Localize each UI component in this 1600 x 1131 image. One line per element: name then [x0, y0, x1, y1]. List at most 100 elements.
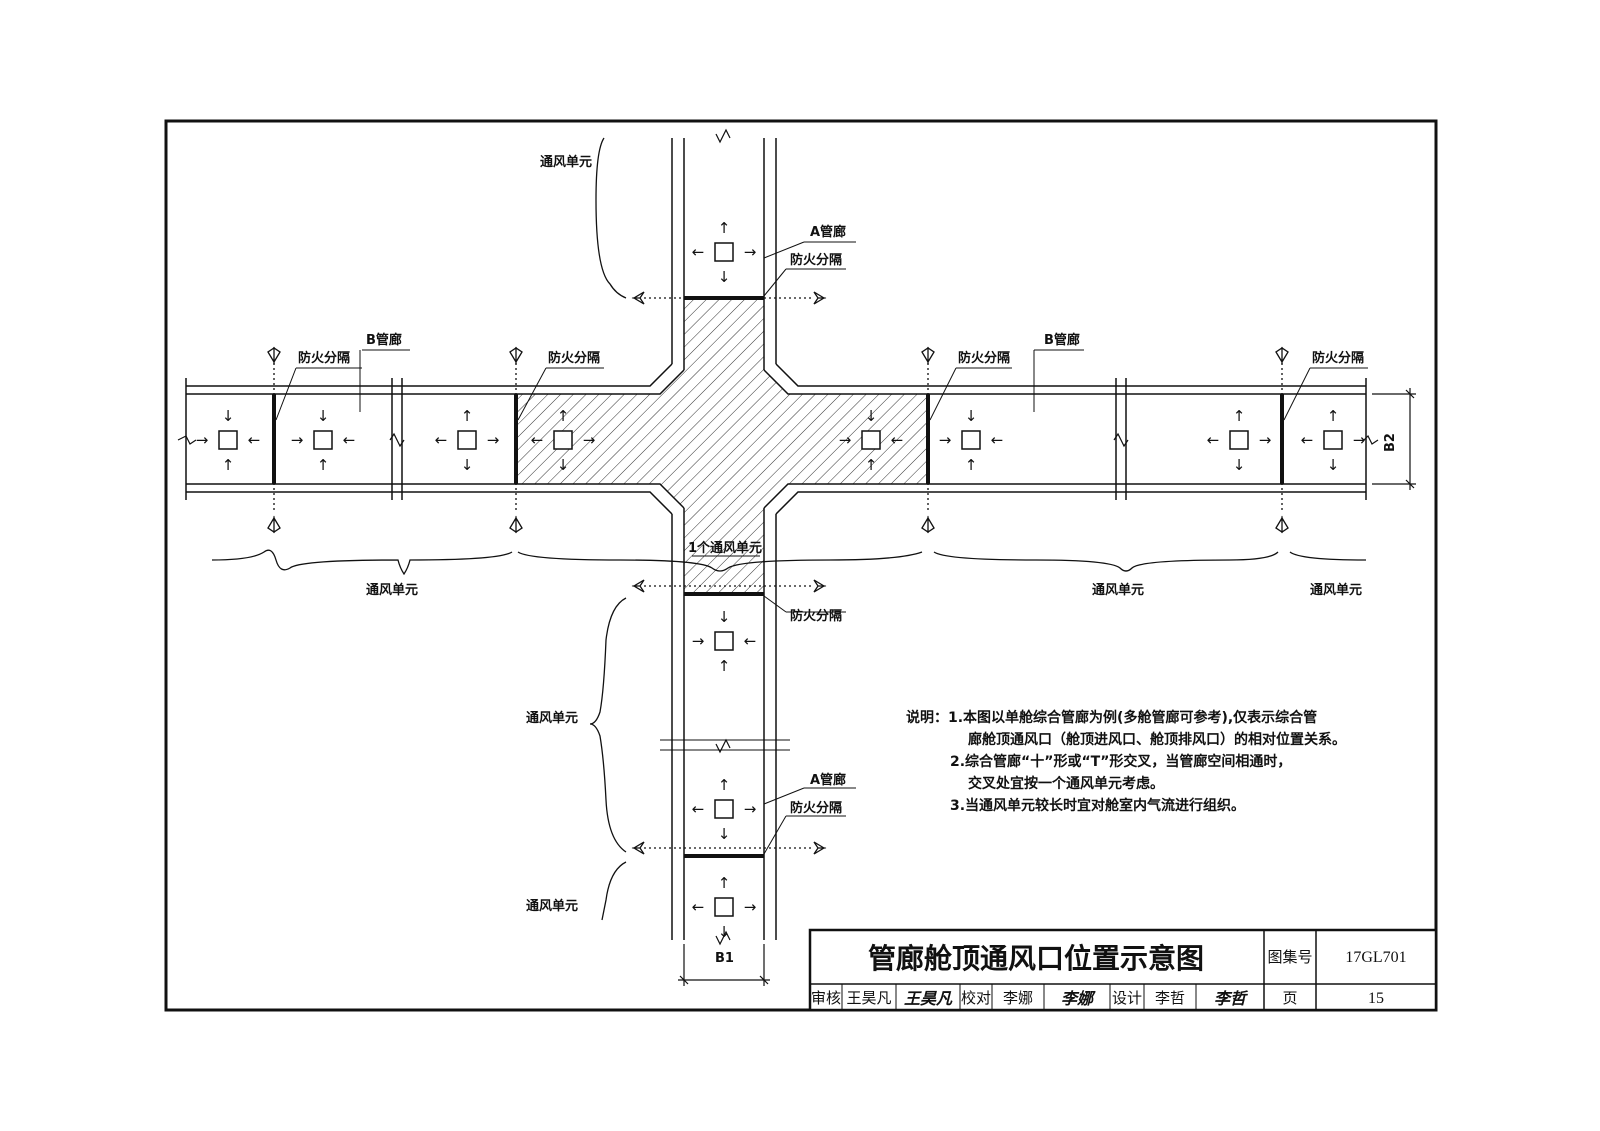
svg-text:←: ← [744, 632, 757, 650]
vent-square [553, 430, 573, 450]
reviewer-signature: 王昊凡 [904, 989, 953, 1008]
checker-signature: 李娜 [1061, 989, 1096, 1008]
section-marker [631, 579, 827, 593]
note-line: 交叉处宜按一个通风单元考虑。 [968, 775, 1164, 792]
svg-text:←: ← [692, 898, 705, 916]
svg-text:←: ← [891, 431, 904, 449]
svg-text:↓: ↓ [965, 407, 978, 425]
vent-square [1323, 430, 1343, 450]
crossing-hatch-area [518, 298, 928, 594]
svg-text:↓: ↓ [865, 407, 878, 425]
drawing-title: 管廊舱顶通风口位置示意图 [868, 942, 1204, 975]
title-block: 管廊舱顶通风口位置示意图 图集号 17GL701 审核 王昊凡 王昊凡 校对 李… [808, 928, 1438, 1012]
check-label: 校对 [961, 989, 991, 1007]
svg-text:↓: ↓ [1327, 456, 1340, 474]
svg-text:←: ← [1301, 431, 1314, 449]
section-marker [631, 291, 827, 305]
svg-text:↑: ↑ [1327, 407, 1340, 425]
label-one-vent-unit: 1个通风单元 [688, 540, 762, 556]
section-marker [1275, 346, 1289, 534]
design-label: 设计 [1112, 989, 1142, 1007]
svg-text:↑: ↑ [718, 776, 731, 794]
note-line: 说明：1.本图以单舱综合管廊为例(多舱管廊可参考),仅表示综合管 [906, 709, 1317, 726]
svg-text:→: → [692, 632, 705, 650]
label-vent-unit: 通风单元 [1310, 582, 1362, 598]
section-marker [509, 346, 523, 534]
svg-text:↑: ↑ [222, 456, 235, 474]
svg-text:↑: ↑ [1233, 407, 1246, 425]
svg-text:→: → [291, 431, 304, 449]
leader-lines [275, 241, 1368, 855]
vent-square [861, 430, 881, 450]
svg-text:↑: ↑ [865, 456, 878, 474]
note-line: 2.综合管廊“十”形或“T”形交叉，当管廊空间相通时， [950, 753, 1291, 770]
svg-text:↓: ↓ [718, 923, 731, 941]
label-corridor-a: A管廊 [810, 224, 846, 240]
vent-square [714, 897, 734, 917]
svg-text:↓: ↓ [718, 608, 731, 626]
label-fire-separation: 防火分隔 [548, 350, 600, 366]
svg-text:→: → [744, 898, 757, 916]
label-fire-separation: 防火分隔 [1312, 350, 1364, 366]
corridor-end-lines [185, 378, 1367, 500]
svg-text:→: → [744, 800, 757, 818]
section-marker [921, 346, 935, 534]
airflow-arrows: ↓↑→← ↓↑→← ↑↓←→ ↑↓←→ ↓↑→← ↓↑→← ↑↓←→ ↑↓←→ … [196, 219, 1366, 941]
label-vent-unit: 通风单元 [526, 898, 578, 914]
atlas-number: 17GL701 [1345, 949, 1406, 966]
svg-text:←: ← [343, 431, 356, 449]
svg-text:↓: ↓ [317, 407, 330, 425]
diagram-labels: 通风单元 A管廊 防火分隔 B管廊 防火分隔 防火分隔 防火分隔 B管廊 防火分… [298, 154, 1398, 966]
svg-text:↑: ↑ [557, 407, 570, 425]
label-fire-separation: 防火分隔 [790, 252, 842, 268]
label-corridor-b: B管廊 [366, 332, 402, 348]
label-vent-unit: 通风单元 [540, 154, 592, 170]
note-line: 3.当通风单元较长时宜对舱室内气流进行组织。 [950, 797, 1245, 814]
svg-text:←: ← [692, 243, 705, 261]
label-fire-separation: 防火分隔 [298, 350, 350, 366]
vent-openings [218, 242, 1343, 917]
svg-text:↑: ↑ [317, 456, 330, 474]
svg-text:↓: ↓ [461, 456, 474, 474]
drawing-frame [164, 119, 1438, 1012]
label-vent-unit: 通风单元 [1092, 582, 1144, 598]
svg-text:→: → [744, 243, 757, 261]
svg-text:↑: ↑ [718, 657, 731, 675]
label-corridor-b: B管廊 [1044, 332, 1080, 348]
section-markers [267, 291, 1289, 855]
page-label: 页 [1282, 989, 1297, 1007]
note-line: 廊舱顶通风口（舱顶进风口、舱顶排风口）的相对位置关系。 [968, 731, 1346, 748]
vent-square [714, 631, 734, 651]
label-fire-separation: 防火分隔 [790, 608, 842, 624]
vent-square [714, 242, 734, 262]
notes-block: 说明：1.本图以单舱综合管廊为例(多舱管廊可参考),仅表示综合管 廊舱顶通风口（… [906, 709, 1346, 814]
svg-text:←: ← [692, 800, 705, 818]
label-fire-separation: 防火分隔 [958, 350, 1010, 366]
vent-square [218, 430, 238, 450]
break-symbols [177, 128, 1379, 946]
svg-text:↓: ↓ [1233, 456, 1246, 474]
fire-separations [272, 296, 1284, 858]
page-number: 15 [1368, 990, 1384, 1007]
vent-square [1229, 430, 1249, 450]
svg-text:↓: ↓ [222, 407, 235, 425]
label-fire-separation: 防火分隔 [790, 800, 842, 816]
checker-name: 李娜 [1003, 989, 1033, 1007]
unit-braces [211, 137, 1367, 921]
label-dimension-b2: B2 [1383, 433, 1398, 452]
svg-text:←: ← [1207, 431, 1220, 449]
designer-signature: 李哲 [1214, 989, 1249, 1008]
svg-text:←: ← [248, 431, 261, 449]
section-marker [631, 841, 827, 855]
svg-text:↓: ↓ [718, 268, 731, 286]
label-corridor-a: A管廊 [810, 772, 846, 788]
vent-square [714, 799, 734, 819]
svg-text:→: → [196, 431, 209, 449]
svg-text:↑: ↑ [718, 219, 731, 237]
svg-text:↓: ↓ [557, 456, 570, 474]
svg-text:→: → [939, 431, 952, 449]
svg-text:→: → [1353, 431, 1366, 449]
label-vent-unit: 通风单元 [366, 582, 418, 598]
svg-text:→: → [1259, 431, 1272, 449]
